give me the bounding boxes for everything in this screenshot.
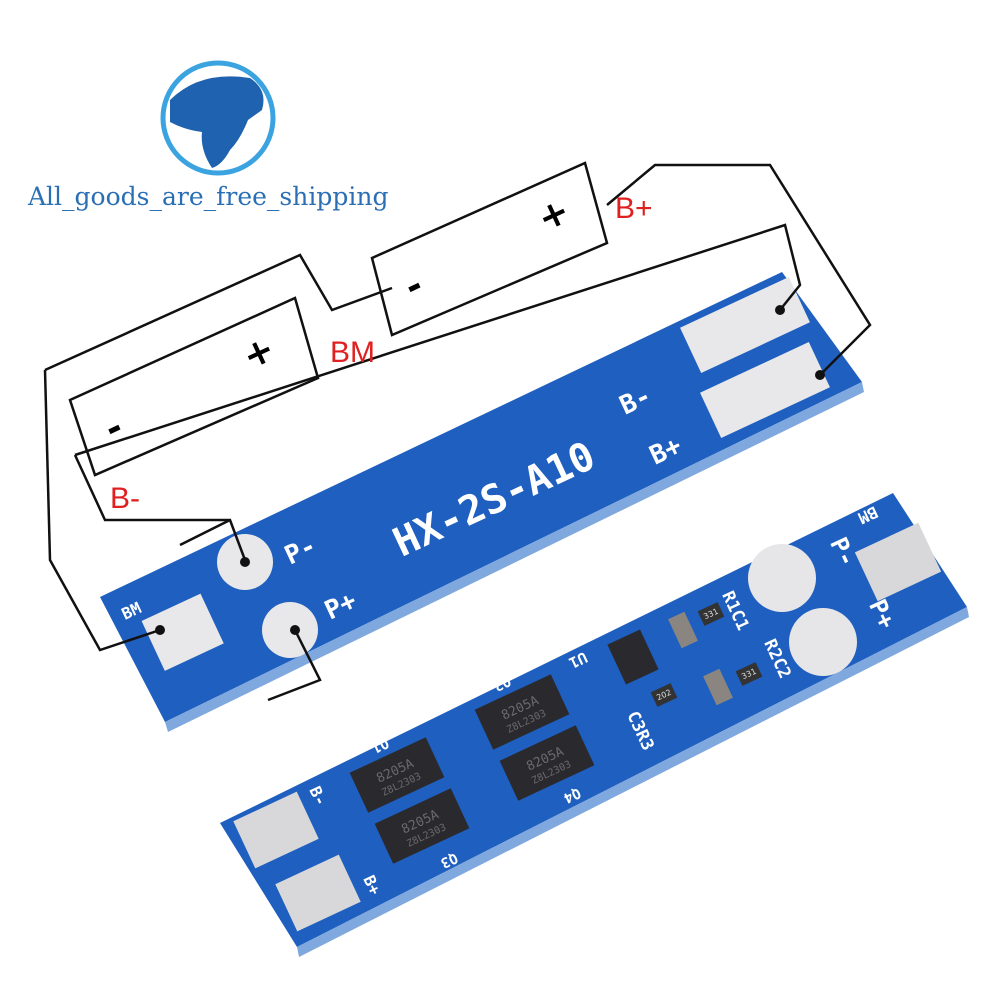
label-q1: Q1	[369, 734, 391, 756]
battery-cell-2	[370, 161, 609, 337]
label-q4: Q4	[561, 784, 583, 806]
label-u1: U1	[566, 648, 590, 672]
battery-2-plus: +	[531, 190, 576, 240]
label-q3: Q3	[438, 849, 460, 871]
logo: All_goods_are_free_shipping	[27, 60, 388, 211]
battery-2-minus: -	[398, 265, 429, 308]
globe-continents	[170, 76, 264, 168]
top-board: HX-2S-A10 P- P+ B- B+ BM	[100, 272, 864, 732]
battery-cell-1	[68, 296, 320, 477]
label-b-plus: B+	[615, 192, 653, 225]
bottom-board: 8205A Z8L2303 8205A Z8L2303 8205A Z8L230…	[220, 493, 969, 957]
label-b-minus: B-	[110, 482, 140, 515]
battery-1-plus: +	[236, 328, 281, 378]
battery-1-minus: -	[98, 407, 129, 450]
logo-text: All_goods_are_free_shipping	[27, 182, 388, 211]
label-bm: BM	[330, 336, 375, 369]
label-q2: Q2	[491, 672, 513, 694]
